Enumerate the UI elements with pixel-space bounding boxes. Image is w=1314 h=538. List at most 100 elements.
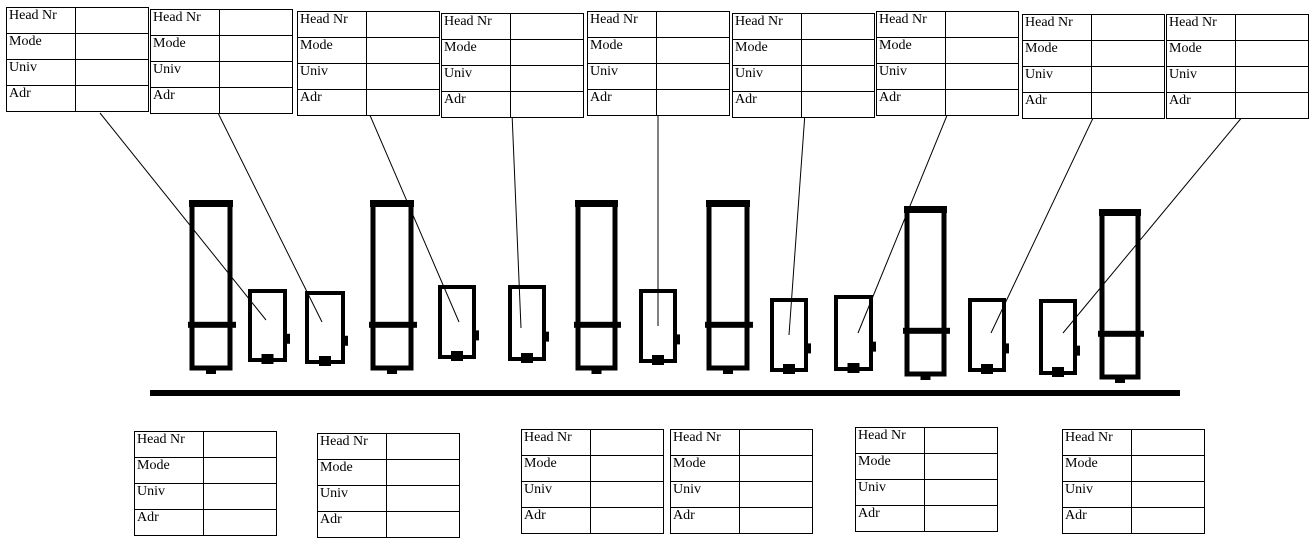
row-value — [1091, 14, 1165, 41]
row-label: Head Nr — [441, 13, 511, 40]
row-value — [590, 429, 664, 456]
row-label: Head Nr — [876, 11, 946, 38]
row-value — [590, 481, 664, 508]
table-row: Adr — [6, 85, 149, 112]
row-label: Mode — [1166, 40, 1236, 67]
row-label: Head Nr — [521, 429, 591, 456]
table-row: Adr — [150, 87, 293, 114]
row-value — [924, 427, 998, 454]
row-label: Adr — [670, 507, 740, 534]
small-fixture — [834, 295, 876, 373]
row-value — [1131, 481, 1205, 508]
row-label: Head Nr — [1166, 14, 1236, 41]
table-row: Mode — [855, 453, 998, 480]
row-value — [1091, 40, 1165, 67]
row-label: Mode — [521, 455, 591, 482]
row-value — [739, 481, 813, 508]
row-value — [75, 33, 149, 60]
row-value — [386, 433, 460, 460]
table-row: Mode — [134, 457, 277, 484]
row-value — [590, 455, 664, 482]
table-row: Univ — [134, 483, 277, 510]
row-label: Univ — [876, 63, 946, 90]
table-row: Univ — [587, 63, 730, 90]
row-value — [1235, 92, 1309, 119]
row-label: Univ — [134, 483, 204, 510]
row-label: Head Nr — [587, 11, 657, 38]
row-value — [1235, 40, 1309, 67]
row-label: Head Nr — [297, 11, 367, 38]
row-label: Mode — [587, 37, 657, 64]
table-row: Head Nr — [1022, 14, 1165, 41]
row-label: Mode — [6, 33, 76, 60]
row-value — [510, 39, 584, 66]
small-fixture — [770, 298, 811, 374]
row-value — [219, 61, 293, 88]
row-label: Head Nr — [134, 431, 204, 458]
table-row: Mode — [441, 39, 584, 66]
leader-line — [368, 112, 460, 323]
leader-line — [990, 115, 1095, 334]
row-label: Univ — [855, 479, 925, 506]
row-value — [386, 485, 460, 512]
row-label: Head Nr — [1062, 429, 1132, 456]
row-value — [656, 89, 730, 116]
table-row: Mode — [1022, 40, 1165, 67]
row-label: Adr — [6, 85, 76, 112]
table-row: Univ — [1062, 481, 1205, 508]
row-value — [801, 13, 875, 40]
row-value — [1235, 14, 1309, 41]
table-row: Head Nr — [670, 429, 813, 456]
row-label: Mode — [876, 37, 946, 64]
table-row: Mode — [670, 455, 813, 482]
table-row: Univ — [521, 481, 664, 508]
table-row: Head Nr — [150, 9, 293, 36]
small-fixture — [248, 289, 290, 364]
table-row: Head Nr — [441, 13, 584, 40]
row-value — [945, 37, 1019, 64]
row-label: Univ — [317, 485, 387, 512]
row-value — [656, 63, 730, 90]
row-value — [219, 35, 293, 62]
table-row: Mode — [317, 459, 460, 486]
tall-fixture — [903, 206, 950, 380]
table-row: Mode — [6, 33, 149, 60]
table-row: Univ — [855, 479, 998, 506]
row-label: Univ — [521, 481, 591, 508]
row-label: Adr — [587, 89, 657, 116]
row-label: Univ — [1062, 481, 1132, 508]
row-label: Adr — [1062, 507, 1132, 534]
row-label: Adr — [1166, 92, 1236, 119]
row-label: Univ — [1022, 66, 1092, 93]
small-fixture — [1039, 299, 1080, 377]
table-row: Univ — [317, 485, 460, 512]
table-row: Adr — [1022, 92, 1165, 119]
row-label: Head Nr — [6, 7, 76, 34]
table-row: Adr — [441, 91, 584, 118]
row-label: Univ — [1166, 66, 1236, 93]
row-label: Mode — [1062, 455, 1132, 482]
table-row: Adr — [1062, 507, 1205, 534]
tall-fixture — [369, 200, 417, 374]
table-row: Mode — [521, 455, 664, 482]
row-label: Adr — [855, 505, 925, 532]
row-label: Adr — [1022, 92, 1092, 119]
row-value — [219, 9, 293, 36]
tall-fixture — [188, 200, 236, 374]
table-row: Univ — [297, 63, 440, 90]
table-row: Adr — [732, 91, 875, 118]
stage-floor — [150, 390, 1180, 396]
row-value — [945, 89, 1019, 116]
small-fixture — [508, 285, 549, 363]
row-label: Head Nr — [317, 433, 387, 460]
row-label: Head Nr — [855, 427, 925, 454]
row-value — [510, 91, 584, 118]
table-row: Univ — [670, 481, 813, 508]
row-value — [801, 65, 875, 92]
row-value — [203, 483, 277, 510]
